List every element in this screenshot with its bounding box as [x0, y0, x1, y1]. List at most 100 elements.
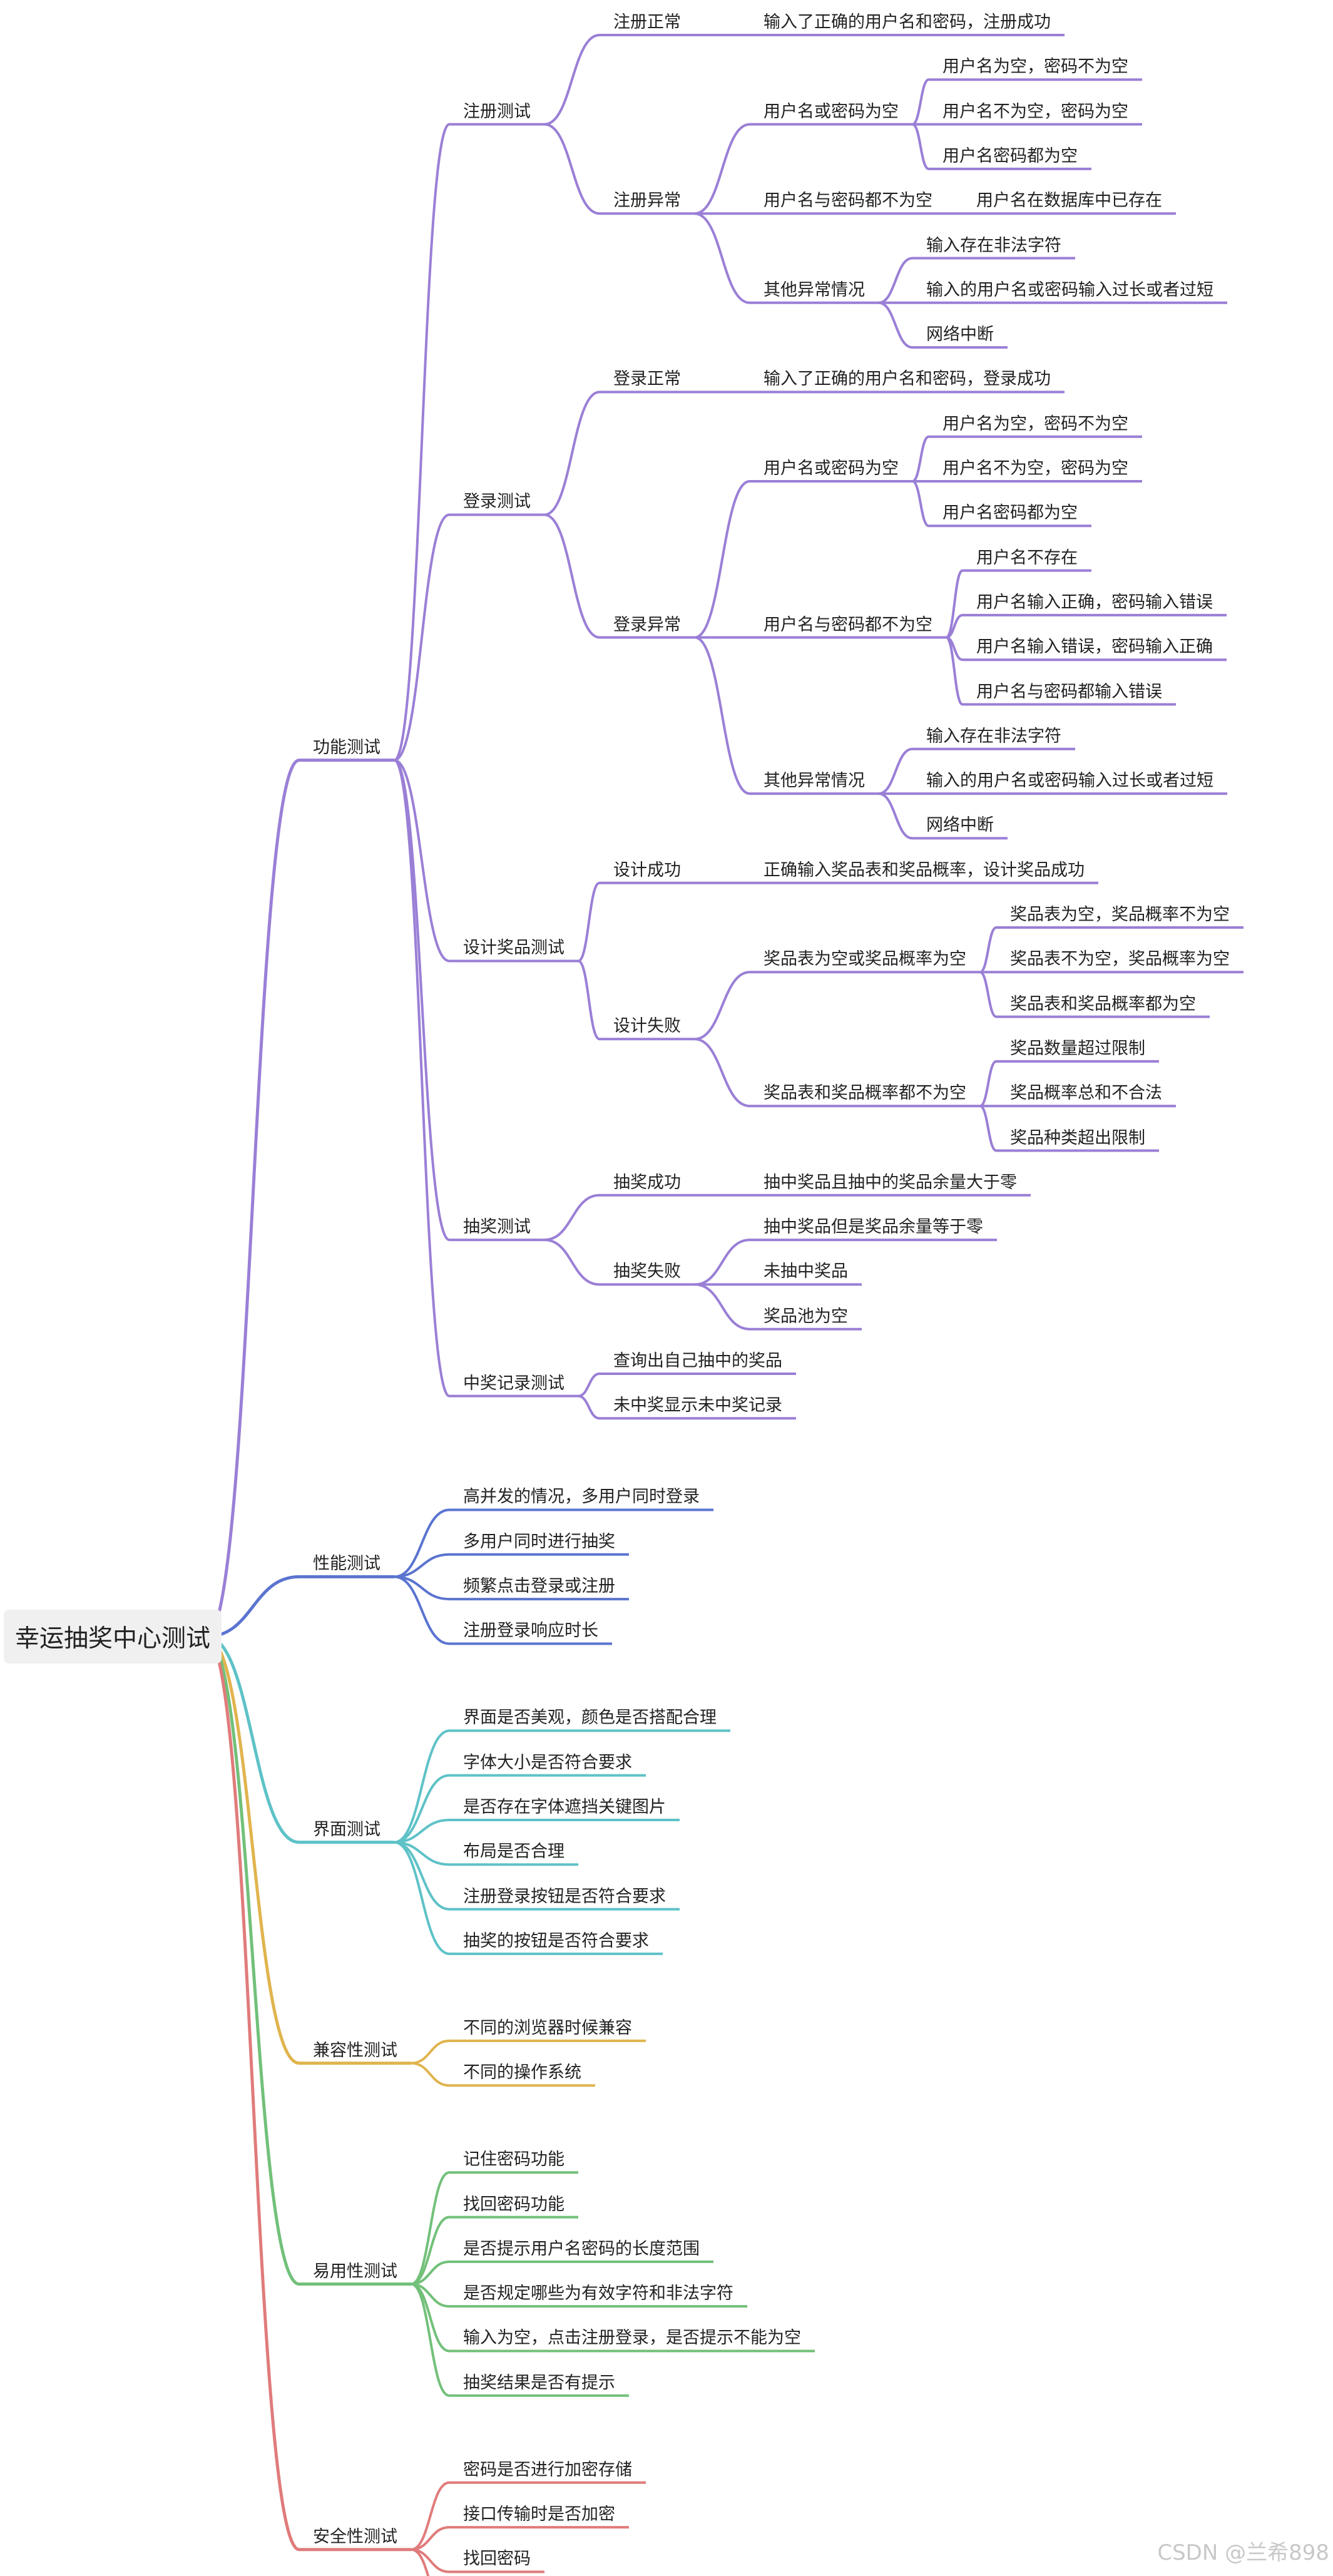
connector-line [411, 2171, 578, 2286]
connector-line [945, 569, 1091, 639]
leaf-node: 用户名不存在 [976, 548, 1078, 568]
connector-line [206, 1635, 394, 1844]
branch-node: 功能测试 [313, 737, 380, 757]
topic-node: 注册正常 [613, 13, 681, 32]
connector-line [394, 1729, 730, 1844]
branch-node: 界面测试 [313, 1819, 380, 1839]
leaf-node: 接口传输时是否加密 [463, 2505, 615, 2525]
connector-line [694, 1239, 997, 1286]
topic-node: 登录正常 [613, 369, 681, 389]
connector-line [394, 1553, 629, 1578]
leaf-node: 奖品种类超出限制 [1010, 1128, 1145, 1148]
leaf-node: 是否存在字体遮挡关键图片 [463, 1797, 666, 1817]
leaf-node: 奖品表不为空，奖品概率为空 [1010, 949, 1230, 969]
root-node: 幸运抽奖中心测试 [4, 1610, 222, 1664]
leaf-node: 奖品表为空，奖品概率不为空 [1010, 905, 1230, 924]
topic-node: 登录测试 [463, 492, 531, 512]
leaf-node: 输入存在非法字符 [926, 235, 1061, 255]
leaf-node: 用户名输入错误，密码输入正确 [976, 637, 1213, 657]
connector-line [945, 636, 1176, 706]
leaf-node: 正确输入奖品表和奖品概率，设计奖品成功 [764, 860, 1085, 880]
topic-node: 设计失败 [613, 1016, 681, 1036]
topic-node: 奖品表为空或奖品概率为空 [764, 949, 966, 969]
leaf-node: 用户名与密码都输入错误 [976, 682, 1162, 702]
topic-node: 用户名或密码为空 [764, 459, 899, 478]
topic-node: 抽奖成功 [613, 1172, 681, 1192]
leaf-node: 用户名不为空，密码为空 [942, 101, 1128, 121]
leaf-node: 多用户同时进行抽奖 [463, 1531, 615, 1551]
topic-node: 注册异常 [613, 191, 681, 211]
leaf-node: 用户名为空，密码不为空 [942, 414, 1128, 434]
connector-line [411, 2260, 713, 2286]
connector-line [206, 1635, 411, 2286]
leaf-node: 注册登录按钮是否符合要求 [463, 1886, 666, 1906]
connector-line [694, 636, 879, 795]
topic-node: 其他异常情况 [764, 771, 865, 791]
connector-line [979, 1105, 1159, 1152]
leaf-node: 是否提示用户名密码的长度范围 [463, 2239, 700, 2259]
leaf-node: 用户名不为空，密码为空 [942, 459, 1128, 478]
connector-line [878, 257, 1075, 304]
leaf-node: 是否规定哪些为有效字符和非法字符 [463, 2284, 733, 2304]
leaf-node: 密码是否进行加密存储 [463, 2460, 632, 2480]
leaf-node: 奖品概率总和不合法 [1010, 1083, 1162, 1103]
leaf-node: 用户名为空，密码不为空 [942, 57, 1128, 77]
leaf-node: 不同的浏览器时候兼容 [463, 2018, 632, 2038]
leaf-node: 输入了正确的用户名和密码，登录成功 [764, 369, 1051, 389]
connector-line [411, 2481, 646, 2551]
connector-line [979, 926, 1244, 974]
connector-line [206, 1635, 411, 2552]
topic-node: 抽奖测试 [463, 1217, 531, 1237]
connector-line [394, 1575, 629, 1601]
connector-line [878, 301, 1008, 349]
connector-line [578, 1372, 796, 1398]
topic-node: 用户名与密码都不为空 [764, 615, 932, 635]
connector-line [411, 2282, 629, 2397]
leaf-node: 奖品池为空 [764, 1306, 848, 1326]
connector-line [411, 2548, 430, 2576]
connector-line [979, 1060, 1159, 1108]
topic-node: 用户名或密码为空 [764, 101, 899, 121]
connector-line [393, 123, 544, 762]
connector-line [578, 881, 695, 963]
connector-line [394, 513, 544, 762]
topic-node: 抽奖失败 [613, 1262, 681, 1282]
connector-line [411, 2526, 629, 2551]
connector-line [694, 1038, 980, 1108]
leaf-node: 字体大小是否符合要求 [463, 1752, 632, 1772]
leaf-node: 输入的用户名或密码输入过长或者过短 [926, 280, 1213, 300]
leaf-node: 注册登录响应时长 [463, 1621, 598, 1641]
connector-line [206, 1575, 394, 1638]
leaf-node: 查询出自己抽中的奖品 [613, 1351, 782, 1371]
connector-line [694, 1283, 862, 1331]
leaf-node: 找回密码 [463, 2549, 531, 2569]
leaf-node: 未抽中奖品 [764, 1262, 848, 1282]
connector-line [411, 2062, 595, 2087]
leaf-node: 用户名密码都为空 [942, 503, 1078, 523]
connector-line [394, 1841, 578, 1866]
leaf-node: 奖品数量超过限制 [1010, 1038, 1145, 1058]
leaf-node: 用户名输入正确，密码输入错误 [976, 592, 1213, 612]
connector-line [394, 759, 578, 963]
connector-line [694, 971, 980, 1041]
connector-line [411, 2039, 646, 2065]
leaf-node: 奖品表和奖品概率都为空 [1010, 994, 1196, 1014]
leaf-node: 网络中断 [926, 815, 994, 836]
leaf-node: 用户名密码都为空 [942, 146, 1078, 166]
connector-line [544, 34, 695, 126]
connector-line [912, 78, 1142, 126]
branch-node: 兼容性测试 [313, 2040, 397, 2060]
leaf-node: 找回密码功能 [463, 2194, 564, 2214]
leaf-node: 布局是否合理 [463, 1842, 564, 1862]
branch-node: 安全性测试 [313, 2527, 397, 2547]
connector-line [694, 212, 879, 304]
leaf-node: 未中奖显示未中奖记录 [613, 1396, 782, 1416]
leaf-node: 输入的用户名或密码输入过长或者过短 [926, 771, 1213, 791]
topic-node: 其他异常情况 [764, 280, 865, 300]
connector-line [912, 435, 1142, 483]
connector-line [694, 123, 912, 215]
leaf-node: 用户名在数据库中已存在 [976, 191, 1162, 211]
branch-node: 性能测试 [313, 1554, 380, 1574]
connector-line [206, 1635, 411, 2065]
